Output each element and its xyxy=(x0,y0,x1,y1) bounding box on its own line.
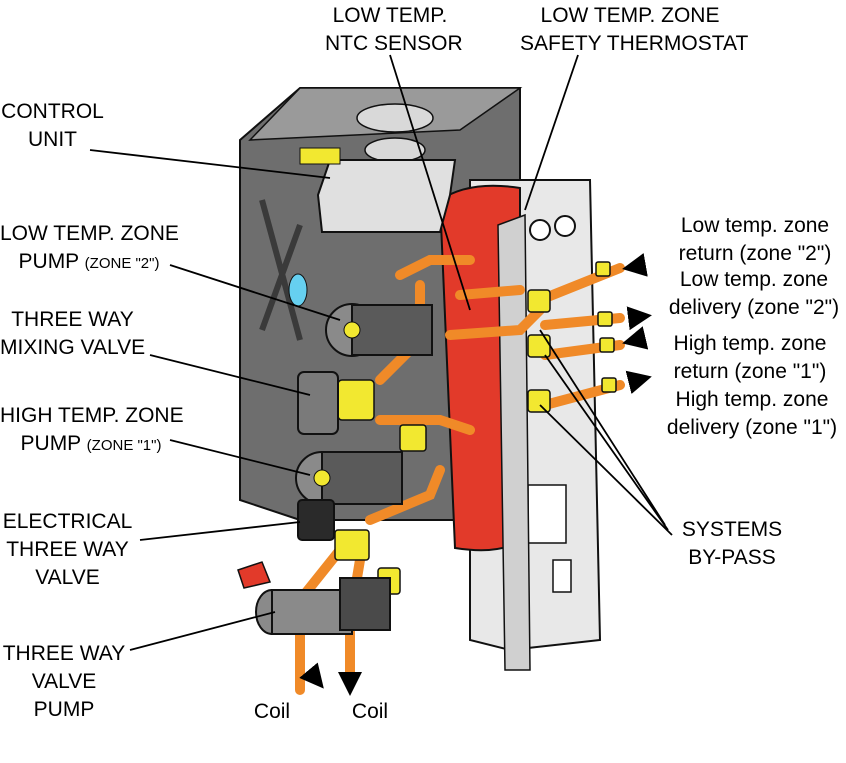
label-zone2-delivery: Low temp. zone delivery (zone "2") xyxy=(664,266,844,322)
label-ntc-sensor-line2: NTC SENSOR xyxy=(325,32,463,55)
label-safety-thermostat: LOW TEMP. ZONE SAFETY THERMOSTAT xyxy=(520,2,749,58)
mixing-valve-actuator xyxy=(297,371,339,435)
flow-arrows xyxy=(299,253,652,696)
label-ntc-sensor: LOW TEMP. NTC SENSOR xyxy=(325,2,463,58)
label-mixing-valve: THREE WAY MIXING VALVE xyxy=(0,306,145,362)
brass-fittings xyxy=(334,261,617,595)
label-electrical-valve: ELECTRICAL THREE WAY VALVE xyxy=(0,508,135,592)
label-zone1-return-line1: High temp. zone xyxy=(673,332,827,355)
label-ntc-sensor-line1: LOW TEMP. xyxy=(332,4,448,27)
label-zone1-delivery: High temp. zone delivery (zone "1") xyxy=(662,386,842,442)
label-electrical-valve-line2: THREE WAY xyxy=(6,538,129,561)
label-mixing-valve-line1: THREE WAY xyxy=(11,308,134,331)
label-valve-pump: THREE WAY VALVE PUMP xyxy=(0,640,128,724)
label-zone1-delivery-line2: delivery (zone "1") xyxy=(666,416,838,439)
label-bypass-line2: BY-PASS xyxy=(688,546,776,569)
label-electrical-valve-line1: ELECTRICAL xyxy=(2,510,133,533)
label-zone2-return: Low temp. zone return (zone "2") xyxy=(670,212,840,268)
label-electrical-valve-line3: VALVE xyxy=(35,566,100,589)
label-zone2-pump-line2: PUMP xyxy=(18,250,79,273)
label-valve-pump-line3: PUMP xyxy=(33,698,95,721)
label-coil-left: Coil xyxy=(253,700,291,723)
label-zone2-return-line1: Low temp. zone xyxy=(680,214,830,237)
pressure-gauges xyxy=(529,215,576,241)
label-zone2-pump-zone: (ZONE "2") xyxy=(84,255,160,272)
label-coil-right: Coil xyxy=(351,700,389,723)
label-zone1-pump-zone: (ZONE "1") xyxy=(86,437,162,454)
label-zone2-delivery-line1: Low temp. zone xyxy=(679,268,829,291)
label-zone1-pump-line2: PUMP xyxy=(20,432,81,455)
label-zone2-pump: LOW TEMP. ZONE PUMP (ZONE "2") xyxy=(0,220,179,278)
label-valve-pump-line1: THREE WAY xyxy=(2,642,126,665)
label-zone1-pump-line1: HIGH TEMP. ZONE xyxy=(0,404,184,427)
label-zone2-pump-line1: LOW TEMP. ZONE xyxy=(0,222,179,245)
label-zone1-delivery-line1: High temp. zone xyxy=(675,388,829,411)
label-mixing-valve-line2: MIXING VALVE xyxy=(0,336,146,359)
electrical-valve-actuator xyxy=(297,499,335,541)
label-zone1-return-line2: return (zone "1") xyxy=(673,360,827,383)
label-zone2-return-line2: return (zone "2") xyxy=(678,242,832,265)
label-control-unit: CONTROL UNIT xyxy=(0,98,105,154)
label-safety-thermostat-line1: LOW TEMP. ZONE xyxy=(540,4,720,27)
label-zone2-delivery-line2: delivery (zone "2") xyxy=(668,296,840,319)
label-bypass-line1: SYSTEMS xyxy=(681,518,783,541)
label-bypass: SYSTEMS BY-PASS xyxy=(672,516,792,572)
label-valve-pump-line2: VALVE xyxy=(31,670,97,693)
label-control-unit-line2: UNIT xyxy=(28,128,77,151)
pump-zone2 xyxy=(325,303,433,357)
label-zone1-pump: HIGH TEMP. ZONE PUMP (ZONE "1") xyxy=(0,402,184,460)
leader-lines xyxy=(89,54,673,651)
control-unit xyxy=(299,147,457,233)
label-safety-thermostat-line2: SAFETY THERMOSTAT xyxy=(520,32,749,55)
pump-zone1 xyxy=(295,451,403,505)
three-way-valve-pump xyxy=(237,561,391,635)
label-zone1-return: High temp. zone return (zone "1") xyxy=(662,330,838,386)
label-control-unit-line1: CONTROL xyxy=(1,100,104,123)
